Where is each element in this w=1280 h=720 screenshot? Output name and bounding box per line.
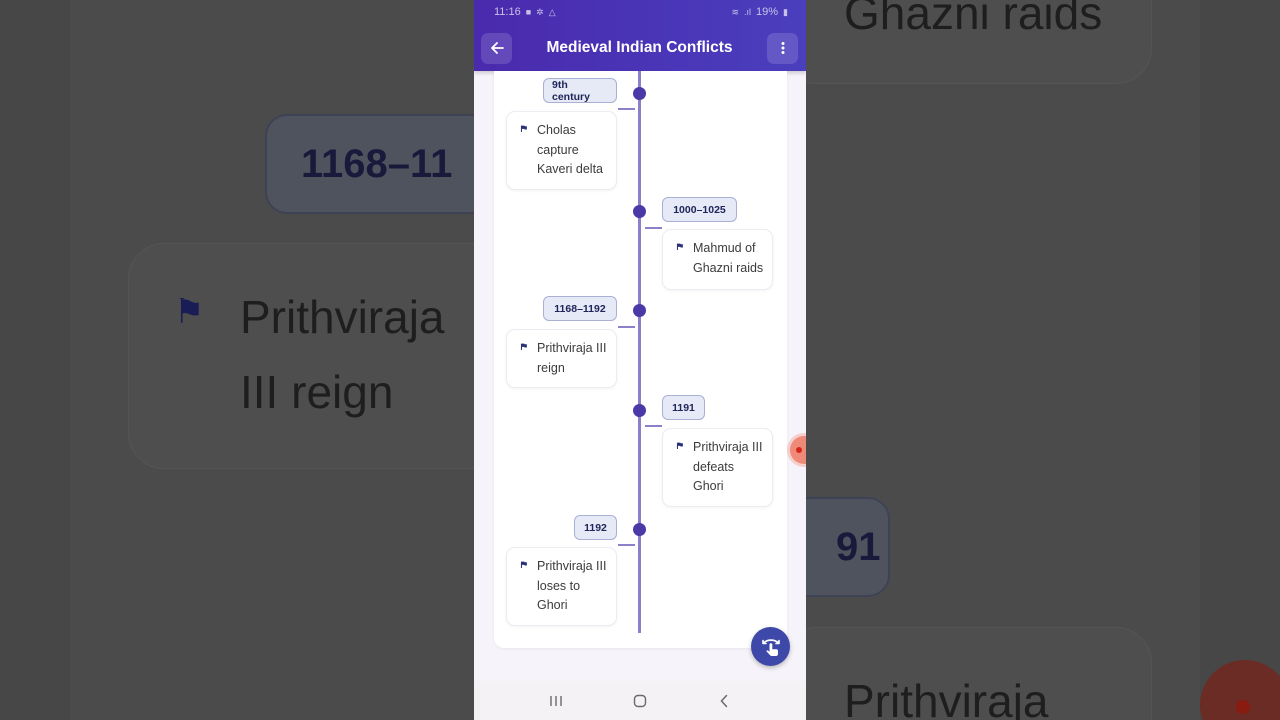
bg-text: III reign [240,366,394,418]
date-chip: 1192 [574,515,617,540]
signal-icon: .ıl [744,7,752,17]
timeline-connector [618,108,635,110]
event-title: Cholas capture Kaveri delta [537,123,604,176]
back-button[interactable] [481,32,512,64]
status-right: ≋ .ıl 19% ▮ [731,6,788,18]
timeline-connector [645,425,662,427]
flag-icon [520,125,527,132]
bg-edge [0,0,70,720]
event-card[interactable]: Prithviraja III defeats Ghori [662,428,773,507]
more-options-button[interactable] [767,32,798,64]
timeline-dot [633,205,646,218]
timeline-dot [633,523,646,536]
battery-percent: 19% [756,6,779,18]
event-card[interactable]: Cholas capture Kaveri delta [506,111,617,190]
bg-edge [1200,0,1280,720]
status-time: 11:16 [494,6,521,18]
phone-screen: 11:16 ■ ✲ △ ≋ .ıl 19% ▮ Medieval Indian … [474,0,806,720]
event-title: Prithviraja III loses to Ghori [537,559,607,612]
bg-text: Prithviraja [844,675,1049,720]
date-chip: 1000–1025 [662,197,737,222]
event-title: Mahmud of Ghazni raids [693,241,764,275]
recents-button[interactable] [536,686,576,716]
status-left: 11:16 ■ ✲ △ [494,6,556,18]
bg-card [780,0,1152,84]
wifi-icon: ≋ [731,6,739,17]
swipe-gesture-icon [761,638,780,656]
timeline-connector [618,326,635,328]
toolbar: Medieval Indian Conflicts [474,30,806,66]
flag-icon [520,343,527,350]
timeline-dot [633,304,646,317]
more-vert-icon [781,42,784,54]
event-title: Prithviraja III reign [537,341,607,375]
gear-icon: ✲ [536,6,544,17]
home-icon [633,694,647,707]
bg-text: Prithviraja [240,291,445,343]
date-chip: 1191 [662,395,705,420]
flag-icon [676,243,683,250]
flag-icon [676,442,683,449]
bg-text: Ghazni raids [844,0,1103,39]
battery-icon: ▮ [783,6,788,17]
drive-icon: △ [548,6,556,17]
screen-record-indicator[interactable] [790,436,806,464]
timeline-connector [618,544,635,546]
gesture-fab-button[interactable] [751,627,790,666]
arrow-left-icon [490,42,504,54]
back-nav-button[interactable] [704,686,744,716]
bg-card [128,243,528,469]
timeline-axis [638,71,641,633]
event-card[interactable]: Prithviraja III reign [506,329,617,388]
system-nav-bar [474,681,806,720]
app-bar: 11:16 ■ ✲ △ ≋ .ıl 19% ▮ Medieval Indian … [474,0,806,71]
event-card[interactable]: Mahmud of Ghazni raids [662,229,773,290]
timeline-dot [633,87,646,100]
date-chip: 1168–1192 [543,296,617,321]
chevron-left-icon [720,694,728,707]
bg-flag-icon: ⚑ [174,293,205,331]
timeline-dot [633,404,646,417]
status-bar: 11:16 ■ ✲ △ ≋ .ıl 19% ▮ [474,0,806,24]
date-chip: 9th century [543,78,617,103]
flag-icon [520,561,527,568]
page-title: Medieval Indian Conflicts [546,39,733,56]
event-card[interactable]: Prithviraja III loses to Ghori [506,547,617,626]
video-camera-icon: ■ [525,7,532,17]
event-title: Prithviraja III defeats Ghori [693,440,763,493]
home-button[interactable] [620,686,660,716]
timeline-connector [645,227,662,229]
recents-icon [550,695,562,706]
